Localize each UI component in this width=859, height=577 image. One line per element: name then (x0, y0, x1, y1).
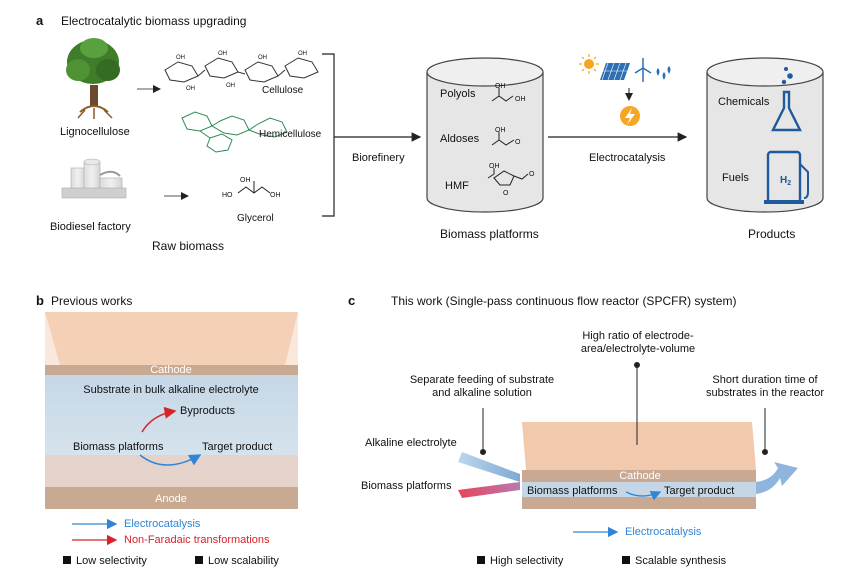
cellulose-oh-4: OH (298, 51, 307, 57)
alkaline-inflow (458, 452, 520, 482)
bullet-square-icon (477, 556, 485, 564)
spcfr-biomass-platforms-label: Biomass platforms (527, 485, 618, 497)
byproduct-arrow (141, 406, 177, 433)
biorefinery-label: Biorefinery (352, 152, 405, 164)
byproducts-label: Byproducts (180, 405, 236, 417)
glycerol-oh-top: OH (240, 177, 251, 184)
raw-biomass-bracket (322, 53, 335, 217)
polyol-oh-top: OH (495, 83, 506, 90)
previous-reactor-box (45, 312, 298, 509)
aldoses-label: Aldoses (440, 133, 480, 145)
previous-cathode-label: Cathode (150, 364, 192, 376)
wind-turbine-icon (634, 58, 652, 82)
h2-h: H (780, 175, 788, 186)
cellulose-label: Cellulose (262, 85, 304, 96)
cellulose-oh-6: OH (226, 83, 235, 89)
raw-biomass-label: Raw biomass (152, 239, 225, 253)
alkaline-electrolyte-label: Alkaline electrolyte (365, 437, 457, 449)
lignocellulose-label: Lignocellulose (60, 126, 130, 138)
legend-c-electrocatalysis: Electrocatalysis (625, 526, 702, 538)
cellulose-structure (164, 57, 319, 83)
outflow-arrow (756, 462, 798, 494)
bulk-electrolyte-label: Substrate in bulk alkaline electrolyte (83, 384, 259, 396)
polyols-label: Polyols (440, 88, 476, 100)
low-scalability: Low scalability (195, 555, 279, 568)
panel-b-title: Previous works (51, 294, 133, 308)
electrocatalysis-label: Electrocatalysis (589, 152, 666, 164)
hmf-oh: OH (489, 163, 500, 170)
water-drops-icon (656, 66, 671, 80)
factory-icon (61, 158, 127, 199)
fuels-label: Fuels (722, 172, 749, 184)
high-selectivity: High selectivity (477, 555, 563, 568)
aldose-oh: OH (495, 127, 506, 134)
short-duration-line2: substrates in the reactor (705, 387, 825, 399)
legend-electrocatalysis: Electrocatalysis (124, 518, 201, 530)
lightning-icon (620, 106, 640, 126)
cellulose-oh-1: OH (176, 55, 185, 61)
chemicals-label: Chemicals (718, 96, 770, 108)
bullet-square-icon (622, 556, 630, 564)
panel-a-title: Electrocatalytic biomass upgrading (61, 14, 247, 28)
platform-structures (487, 88, 529, 186)
glycerol-label: Glycerol (237, 213, 274, 224)
aldose-o: O (515, 139, 521, 146)
separate-feeding-line2: and alkaline solution (432, 387, 532, 399)
spcfr-reactor (522, 422, 756, 509)
biomass-platforms-feed-label: Biomass platforms (361, 480, 452, 492)
glycerol-ho-left: HO (222, 192, 233, 199)
separate-feeding-line1: Separate feeding of substrate (409, 374, 555, 386)
previous-target-product-label: Target product (202, 441, 273, 453)
panel-a-letter: a (36, 13, 44, 28)
panel-b-letter: b (36, 293, 44, 308)
previous-anode-label: Anode (155, 493, 187, 505)
biodiesel-factory-label: Biodiesel factory (50, 221, 131, 233)
low-selectivity: Low selectivity (63, 555, 147, 568)
biomass-inflow (458, 482, 520, 498)
cellulose-oh-5: OH (186, 86, 195, 92)
panel-c-title: This work (Single-pass continuous flow r… (391, 294, 737, 308)
products-canister (706, 57, 824, 213)
hemicellulose-label: Hemicellulose (259, 129, 322, 140)
solar-panel-icon (600, 62, 630, 81)
panel-c-letter: c (348, 293, 356, 308)
low-scalability-text: Low scalability (208, 555, 279, 567)
cellulose-oh-2: OH (218, 51, 227, 57)
hmf-label: HMF (445, 180, 469, 192)
glycerol-oh-right: OH (270, 192, 281, 199)
high-selectivity-text: High selectivity (490, 555, 564, 567)
fuel-pump-icon (764, 150, 809, 204)
flask-icon (771, 67, 802, 132)
high-ratio-line2: area/electrolyte-volume (580, 343, 696, 355)
scalable-synthesis-text: Scalable synthesis (635, 555, 727, 567)
previous-biomass-platforms-label: Biomass platforms (73, 441, 164, 453)
sun-icon (579, 54, 599, 74)
hemicellulose-structure (181, 111, 288, 153)
tree-icon (66, 38, 120, 119)
bullet-square-icon (63, 556, 71, 564)
biomass-platforms-label: Biomass platforms (440, 227, 539, 241)
target-product-arrow (139, 454, 202, 466)
h2-subscript: 2 (787, 180, 792, 187)
products-label: Products (748, 227, 796, 241)
high-ratio-line1: High ratio of electrode- (582, 330, 694, 342)
legend-nonfaradaic: Non-Faradaic transformations (124, 534, 270, 546)
short-duration-line1: Short duration time of (712, 374, 818, 386)
cellulose-oh-3: OH (258, 55, 267, 61)
polyol-oh-right: OH (515, 96, 526, 103)
spcfr-cathode-label: Cathode (619, 470, 661, 482)
hmf-ring-o: O (503, 190, 509, 197)
spcfr-target-product-label: Target product (664, 485, 735, 497)
glycerol-structure (237, 181, 271, 194)
spcfr-conversion-arrow (625, 490, 662, 501)
hmf-aldehyde-o: O (529, 171, 535, 178)
scalable-synthesis: Scalable synthesis (622, 555, 726, 568)
low-selectivity-text: Low selectivity (76, 555, 147, 567)
h2-label: H2 (780, 174, 791, 190)
bullet-square-icon (195, 556, 203, 564)
annotation-pins (480, 362, 768, 455)
